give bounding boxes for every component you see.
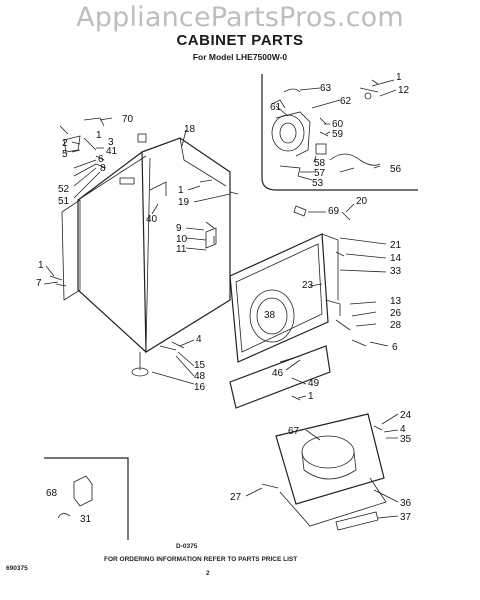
callout-20: 20 [356, 196, 368, 207]
callout-15: 15 [194, 360, 206, 371]
callout-40: 40 [146, 214, 158, 225]
callout-12: 12 [398, 85, 410, 96]
part-callouts: 1 12 63 62 61 60 59 58 57 53 56 70 2 3 5… [36, 72, 412, 525]
callout-36: 36 [400, 498, 412, 509]
callout-24: 24 [400, 410, 412, 421]
callout-6: 6 [98, 154, 104, 165]
callout-58: 58 [314, 158, 326, 169]
page-title: CABINET PARTS [176, 32, 304, 49]
inset-box-motor-parts [261, 74, 418, 191]
callout-1d: 1 [38, 260, 44, 271]
callout-27: 27 [230, 492, 242, 503]
callout-4b: 4 [400, 424, 406, 435]
callout-1e: 1 [308, 391, 314, 402]
side-code: 690375 [6, 565, 28, 572]
diagram-code: D-0375 [176, 543, 198, 550]
toe-panel [229, 345, 331, 409]
base-parts [131, 341, 185, 377]
callout-1b: 1 [96, 130, 102, 141]
callout-18: 18 [184, 124, 196, 135]
callout-10: 10 [176, 234, 188, 245]
model-subtitle: For Model LHE7500W-0 [192, 52, 288, 62]
callout-23: 23 [302, 280, 314, 291]
callout-1c: 1 [178, 185, 184, 196]
callout-61: 61 [270, 102, 282, 113]
hardware-parts [49, 117, 383, 489]
callout-68: 68 [46, 488, 58, 499]
callout-37: 37 [400, 512, 412, 523]
watermark: AppliancePartsPros.com [76, 2, 404, 33]
ordering-note: FOR ORDERING INFORMATION REFER TO PARTS … [104, 556, 297, 563]
callout-11: 11 [176, 244, 187, 255]
callout-49: 49 [308, 378, 320, 389]
callout-38: 38 [264, 310, 276, 321]
callout-52: 52 [58, 184, 70, 195]
callout-7: 7 [36, 278, 42, 289]
callout-51: 51 [58, 196, 70, 207]
callout-13: 13 [390, 296, 402, 307]
side-panel [61, 199, 81, 301]
callout-26: 26 [390, 308, 402, 319]
leader-lines [43, 79, 399, 519]
callout-67: 67 [288, 426, 300, 437]
callout-3: 3 [108, 137, 114, 148]
callout-63: 63 [320, 83, 332, 94]
callout-2: 2 [62, 138, 68, 149]
callout-69: 69 [328, 206, 340, 217]
callout-56: 56 [390, 164, 402, 175]
callout-14: 14 [390, 253, 402, 264]
callout-33: 33 [390, 266, 402, 277]
callout-8: 8 [100, 163, 106, 174]
cabinet-body [77, 137, 231, 354]
door-assembly [275, 413, 387, 531]
page-number: 2 [206, 570, 210, 577]
callout-19: 19 [178, 197, 190, 208]
callout-70: 70 [122, 114, 134, 125]
callout-31: 31 [80, 514, 92, 525]
callout-4: 4 [196, 334, 202, 345]
callout-6b: 6 [392, 342, 398, 353]
callout-53: 53 [312, 178, 324, 189]
callout-21: 21 [390, 240, 402, 251]
callout-35: 35 [400, 434, 412, 445]
callout-46: 46 [272, 368, 284, 379]
callout-59: 59 [332, 129, 344, 140]
callout-16: 16 [194, 382, 206, 393]
front-panel [229, 233, 339, 363]
callout-5: 5 [62, 149, 68, 160]
callout-28: 28 [390, 320, 402, 331]
callout-41: 41 [106, 146, 118, 157]
callout-62: 62 [340, 96, 352, 107]
callout-60: 60 [332, 119, 344, 130]
inset-box-small-parts [44, 457, 129, 540]
callout-9: 9 [176, 223, 182, 234]
callout-1: 1 [396, 72, 402, 83]
callout-48: 48 [194, 371, 206, 382]
callout-57: 57 [314, 168, 326, 179]
